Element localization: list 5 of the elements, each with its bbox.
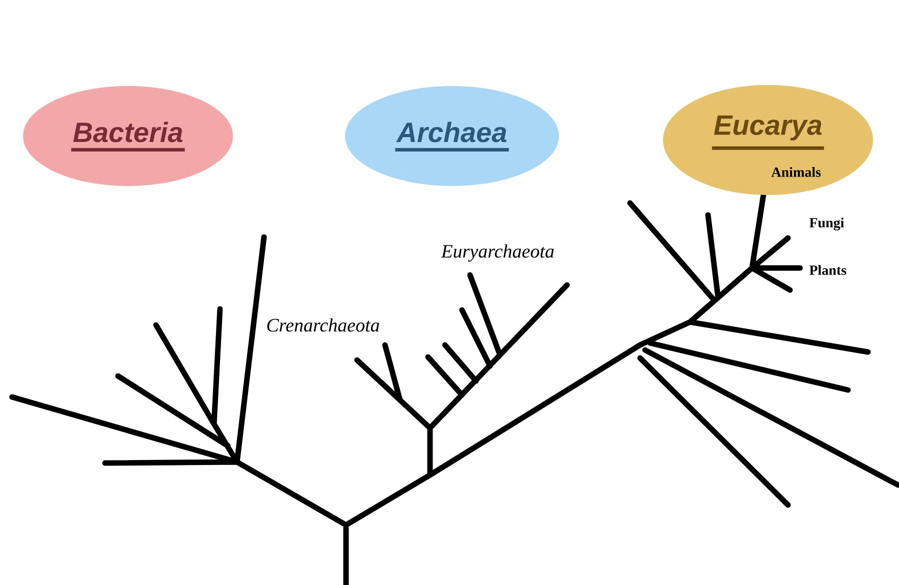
branch-label: Plants <box>809 265 846 275</box>
branch-label: Crenarchaeota <box>267 318 380 332</box>
branch-label: Fungi <box>809 218 844 230</box>
branch-label: Animals <box>771 167 821 177</box>
branch-label: Euryarchaeota <box>440 244 554 262</box>
